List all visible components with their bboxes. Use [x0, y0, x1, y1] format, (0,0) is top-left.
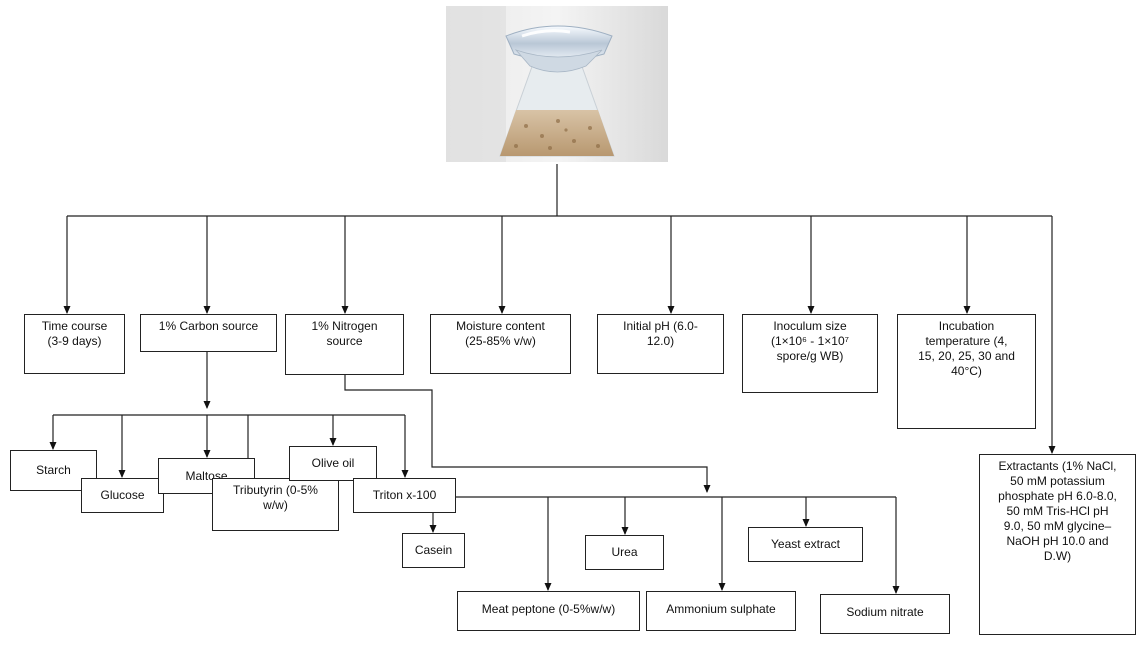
nitrogen-item-yeast-extract: Yeast extract — [748, 527, 863, 562]
moisture-content-box: Moisture content (25-85% v/w) — [430, 314, 571, 374]
nitrogen-item-sodium-nitrate: Sodium nitrate — [820, 594, 950, 634]
nitrogen-connector-line — [344, 375, 711, 493]
nitrogen-source-box: 1% Nitrogen source — [285, 314, 404, 375]
flask-image — [446, 6, 668, 162]
nitrogen-item-ammonium-sulphate: Ammonium sulphate — [646, 591, 796, 631]
nitrogen-item-meat-peptone: Meat peptone (0-5%w/w) — [457, 591, 640, 631]
incubation-temperature-box: Incubation temperature (4, 15, 20, 25, 3… — [897, 314, 1036, 429]
carbon-item-tributyrin: Tributyrin (0-5% w/w) — [212, 478, 339, 531]
nitrogen-item-urea: Urea — [585, 535, 664, 570]
carbon-item-olive-oil: Olive oil — [289, 446, 377, 481]
flask-photo — [446, 6, 668, 162]
nitrogen-item-casein: Casein — [402, 533, 465, 568]
carbon-item-triton: Triton x-100 — [353, 478, 456, 513]
initial-ph-box: Initial pH (6.0- 12.0) — [597, 314, 724, 374]
carbon-source-box: 1% Carbon source — [140, 314, 277, 352]
inoculum-size-box: Inoculum size (1×10⁶ - 1×10⁷ spore/g WB) — [742, 314, 878, 393]
carbon-item-glucose: Glucose — [81, 478, 164, 513]
extractants-box: Extractants (1% NaCl, 50 mM potassium ph… — [979, 454, 1136, 635]
time-course-box: Time course (3-9 days) — [24, 314, 125, 374]
